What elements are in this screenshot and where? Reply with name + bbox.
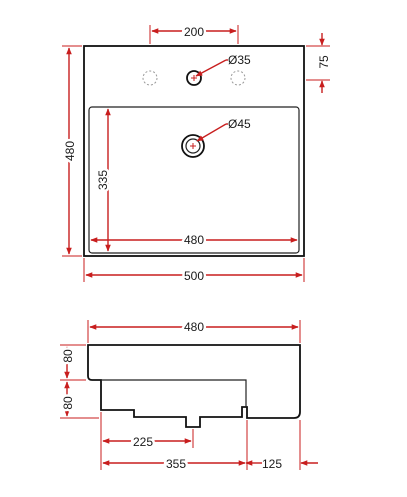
dim-top-height-label: 80 (61, 349, 75, 363)
dim-lower-height-label: 80 (61, 396, 75, 410)
dim-deck-depth: 75 (306, 33, 331, 93)
dim-bottom-width-label: 355 (166, 457, 186, 471)
dim-total-depth-label: 480 (63, 141, 77, 161)
waste-hole-inner (185, 138, 201, 154)
dim-tap-hole-label: Ø35 (228, 53, 251, 67)
dim-hole-spacing-label: 200 (184, 25, 204, 39)
side-view-profile (87, 344, 301, 428)
dim-overhang-label: 125 (262, 457, 282, 471)
dim-side-width-label: 480 (184, 320, 204, 334)
top-view (83, 45, 305, 257)
dim-overhang: 125 (245, 420, 318, 471)
dim-total-width: 500 (83, 258, 305, 286)
dim-waste-offset-label: 225 (133, 435, 153, 449)
tap-hole (186, 70, 202, 86)
dim-bowl-depth: 335 (94, 108, 113, 252)
waste-hole-outer (181, 134, 205, 158)
dim-bowl-depth-label: 335 (96, 170, 110, 190)
dim-lower-height: 80 (59, 381, 99, 419)
dim-waste-offset: 225 (100, 412, 194, 470)
basin-outer-outline (83, 45, 305, 257)
dim-bowl-width: 480 (90, 231, 298, 250)
bowl-outline (88, 106, 300, 254)
dim-waste-hole-leader: Ø45 (196, 117, 251, 142)
dim-bowl-width-label: 480 (184, 233, 204, 247)
dim-waste-hole-label: Ø45 (228, 117, 251, 131)
dim-top-height: 80 (59, 344, 86, 381)
dim-total-depth: 480 (61, 45, 82, 257)
optional-tap-hole-right (230, 70, 246, 86)
side-view-bowl-line (101, 379, 247, 407)
optional-tap-hole-left (142, 70, 158, 86)
dim-side-width: 480 (87, 318, 301, 343)
side-view (87, 344, 301, 428)
tap-hole-center-mark (191, 75, 197, 81)
dim-tap-hole-leader: Ø35 (195, 53, 251, 77)
dim-bottom-width: 355 (102, 420, 248, 474)
dim-deck-depth-label: 75 (317, 55, 331, 69)
dim-total-width-label: 500 (184, 269, 204, 283)
waste-hole-center-mark (190, 143, 196, 149)
dim-hole-spacing: 200 (149, 23, 239, 44)
